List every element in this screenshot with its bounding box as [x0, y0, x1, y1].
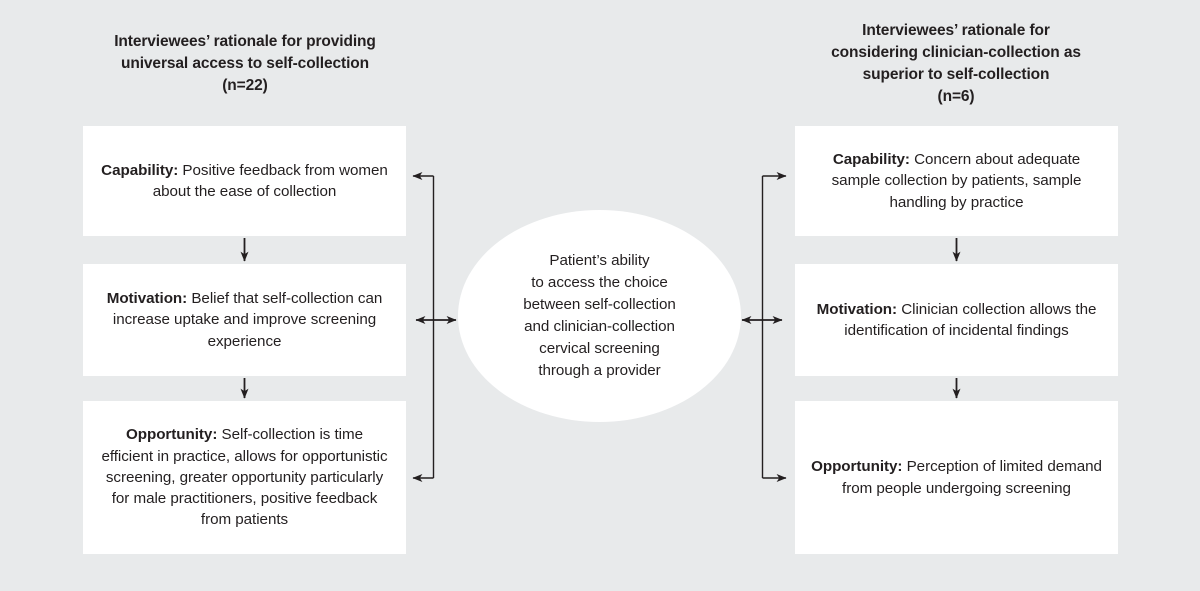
left-node-opportunity-text: Opportunity: Self-collection is time eff…: [99, 424, 390, 530]
right-column-heading: Interviewees’ rationale for considering …: [795, 20, 1117, 108]
left-node-motivation: Motivation: Belief that self-collection …: [83, 264, 406, 376]
left-node-capability-label: Capability:: [101, 161, 179, 179]
right-node-opportunity-text: Opportunity: Perception of limited deman…: [811, 456, 1102, 499]
left-node-capability: Capability: Positive feedback from women…: [83, 126, 406, 236]
center-ellipse: Patient’s ability to access the choice b…: [458, 210, 741, 422]
right-heading-line-2: considering clinician-collection as: [831, 44, 1081, 61]
right-heading-line-4: (n=6): [937, 88, 975, 105]
center-ellipse-text: Patient’s ability to access the choice b…: [523, 250, 676, 381]
right-node-motivation-body: Clinician collection allows the identifi…: [844, 300, 1097, 339]
center-line-2: to access the choice: [531, 274, 668, 292]
left-heading-line-3: (n=22): [222, 77, 268, 94]
right-node-opportunity-body: Perception of limited demand from people…: [842, 458, 1102, 497]
left-node-motivation-label: Motivation:: [106, 290, 188, 308]
right-heading-line-1: Interviewees’ rationale for: [862, 22, 1050, 39]
center-line-3: between self-collection: [523, 296, 676, 314]
left-node-capability-body: Positive feedback from women about the e…: [152, 161, 388, 200]
left-node-opportunity-body: Self-collection is time efficient in pra…: [101, 426, 388, 529]
right-node-capability: Capability: Concern about adequate sampl…: [795, 126, 1118, 236]
left-column-heading: Interviewees’ rationale for providing un…: [84, 31, 406, 97]
left-node-motivation-body: Belief that self-collection can increase…: [112, 290, 383, 350]
center-line-4: and clinician-collection: [524, 318, 675, 335]
right-node-motivation-label: Motivation:: [816, 300, 898, 318]
left-heading-line-2: universal access to self-collection: [120, 55, 370, 72]
right-node-motivation-text: Motivation: Clinician collection allows …: [811, 299, 1102, 342]
right-node-opportunity-label: Opportunity:: [811, 458, 903, 476]
right-node-capability-label: Capability:: [832, 151, 910, 169]
left-node-opportunity-label: Opportunity:: [125, 426, 218, 444]
right-node-motivation: Motivation: Clinician collection allows …: [795, 264, 1118, 376]
right-heading-line-3: superior to self-collection: [862, 66, 1050, 83]
right-node-capability-text: Capability: Concern about adequate sampl…: [811, 149, 1102, 213]
right-node-capability-body: Concern about adequate sample collection…: [831, 151, 1082, 211]
left-node-capability-text: Capability: Positive feedback from women…: [99, 160, 390, 203]
right-node-opportunity: Opportunity: Perception of limited deman…: [795, 401, 1118, 554]
center-line-1: Patient’s ability: [549, 252, 650, 270]
center-line-5: cervical screening: [539, 339, 660, 357]
center-line-6: through a provider: [538, 361, 661, 379]
left-heading-line-1: Interviewees’ rationale for providing: [114, 33, 376, 50]
left-node-motivation-text: Motivation: Belief that self-collection …: [99, 288, 390, 352]
left-node-opportunity: Opportunity: Self-collection is time eff…: [83, 401, 406, 554]
